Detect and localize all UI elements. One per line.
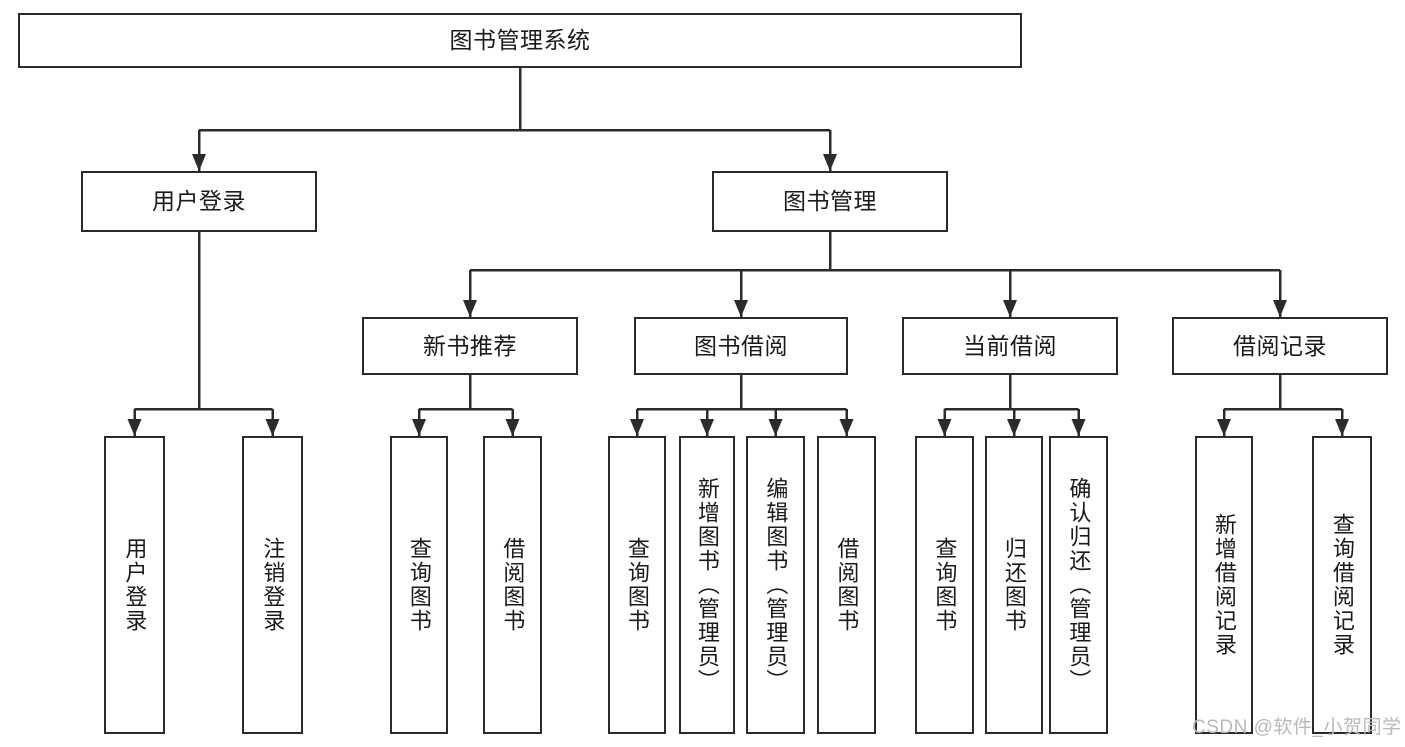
node-label-new-book-recommend: 新书推荐 [423,332,517,359]
node-label-leaf-user-login: 用户登录 [122,537,148,633]
node-leaf-logout[interactable]: 注销登录 [242,436,303,734]
node-label-leaf-query-book-current: 查询图书 [932,537,958,633]
node-leaf-query-borrow-record[interactable]: 查询借阅记录 [1312,436,1372,734]
arrow-head-icon-leaf-return-book [1007,419,1021,436]
node-label-book-management: 图书管理 [783,188,877,215]
arrow-head-icon-leaf-add-borrow-record [1217,419,1231,436]
node-label-leaf-add-book-admin: 新增图书（管理员） [694,477,720,693]
node-leaf-query-book-rec[interactable]: 查询图书 [390,436,448,734]
node-label-current-borrow: 当前借阅 [963,332,1057,359]
node-label-leaf-edit-book-admin: 编辑图书（管理员） [763,477,789,693]
node-label-borrow-records: 借阅记录 [1233,332,1327,359]
arrow-head-icon-leaf-user-login [127,419,142,436]
arrow-head-icon-book-management [823,154,837,171]
node-leaf-user-login[interactable]: 用户登录 [104,436,165,734]
node-current-borrow[interactable]: 当前借阅 [902,317,1118,375]
node-leaf-add-borrow-record[interactable]: 新增借阅记录 [1195,436,1253,734]
arrow-head-icon-book-borrow [734,300,748,317]
arrow-head-icon-leaf-confirm-return-admin [1071,419,1086,436]
node-leaf-borrow-book-rec[interactable]: 借阅图书 [483,436,542,734]
node-label-root: 图书管理系统 [449,27,591,54]
node-book-management[interactable]: 图书管理 [712,171,948,232]
node-label-book-borrow: 图书借阅 [694,332,788,359]
arrow-head-icon-new-book-recommend [463,300,477,317]
node-book-borrow[interactable]: 图书借阅 [634,317,848,375]
node-label-leaf-add-borrow-record: 新增借阅记录 [1211,513,1237,657]
node-label-leaf-query-book-borrow: 查询图书 [624,537,650,633]
node-label-leaf-logout: 注销登录 [260,537,286,633]
arrow-head-icon-leaf-query-book-borrow [630,419,644,436]
arrow-head-icon-current-borrow [1003,300,1017,317]
arrow-head-icon-leaf-query-borrow-record [1335,419,1349,436]
node-label-user-login: 用户登录 [152,188,246,215]
node-label-leaf-query-borrow-record: 查询借阅记录 [1329,513,1355,657]
node-label-leaf-query-book-rec: 查询图书 [406,537,432,633]
node-leaf-query-book-borrow[interactable]: 查询图书 [608,436,666,734]
node-label-leaf-borrow-book-rec: 借阅图书 [500,537,526,633]
node-new-book-recommend[interactable]: 新书推荐 [362,317,578,375]
node-borrow-records[interactable]: 借阅记录 [1172,317,1388,375]
node-label-leaf-confirm-return-admin: 确认归还（管理员） [1066,477,1092,693]
watermark-label: CSDN @软件_小贺同学 [1192,717,1402,738]
arrow-head-icon-leaf-borrow-book [839,419,854,436]
arrow-head-icon-user-login [192,154,206,171]
arrow-head-icon-leaf-borrow-book-rec [505,419,520,436]
arrow-head-icon-leaf-add-book-admin [700,419,714,436]
arrow-head-icon-leaf-logout [265,419,280,436]
arrow-head-icon-leaf-query-book-current [937,419,952,436]
arrow-head-icon-leaf-query-book-rec [412,419,426,436]
node-leaf-borrow-book[interactable]: 借阅图书 [817,436,876,734]
node-leaf-confirm-return-admin[interactable]: 确认归还（管理员） [1049,436,1108,734]
node-label-leaf-return-book: 归还图书 [1001,537,1027,633]
node-user-login[interactable]: 用户登录 [81,171,317,232]
arrow-head-icon-leaf-edit-book-admin [768,419,783,436]
arrow-head-icon-borrow-records [1273,300,1287,317]
node-leaf-return-book[interactable]: 归还图书 [985,436,1043,734]
node-label-leaf-borrow-book: 借阅图书 [834,537,860,633]
node-leaf-add-book-admin[interactable]: 新增图书（管理员） [679,436,735,734]
node-leaf-query-book-current[interactable]: 查询图书 [915,436,974,734]
node-leaf-edit-book-admin[interactable]: 编辑图书（管理员） [746,436,805,734]
node-root[interactable]: 图书管理系统 [18,13,1022,68]
